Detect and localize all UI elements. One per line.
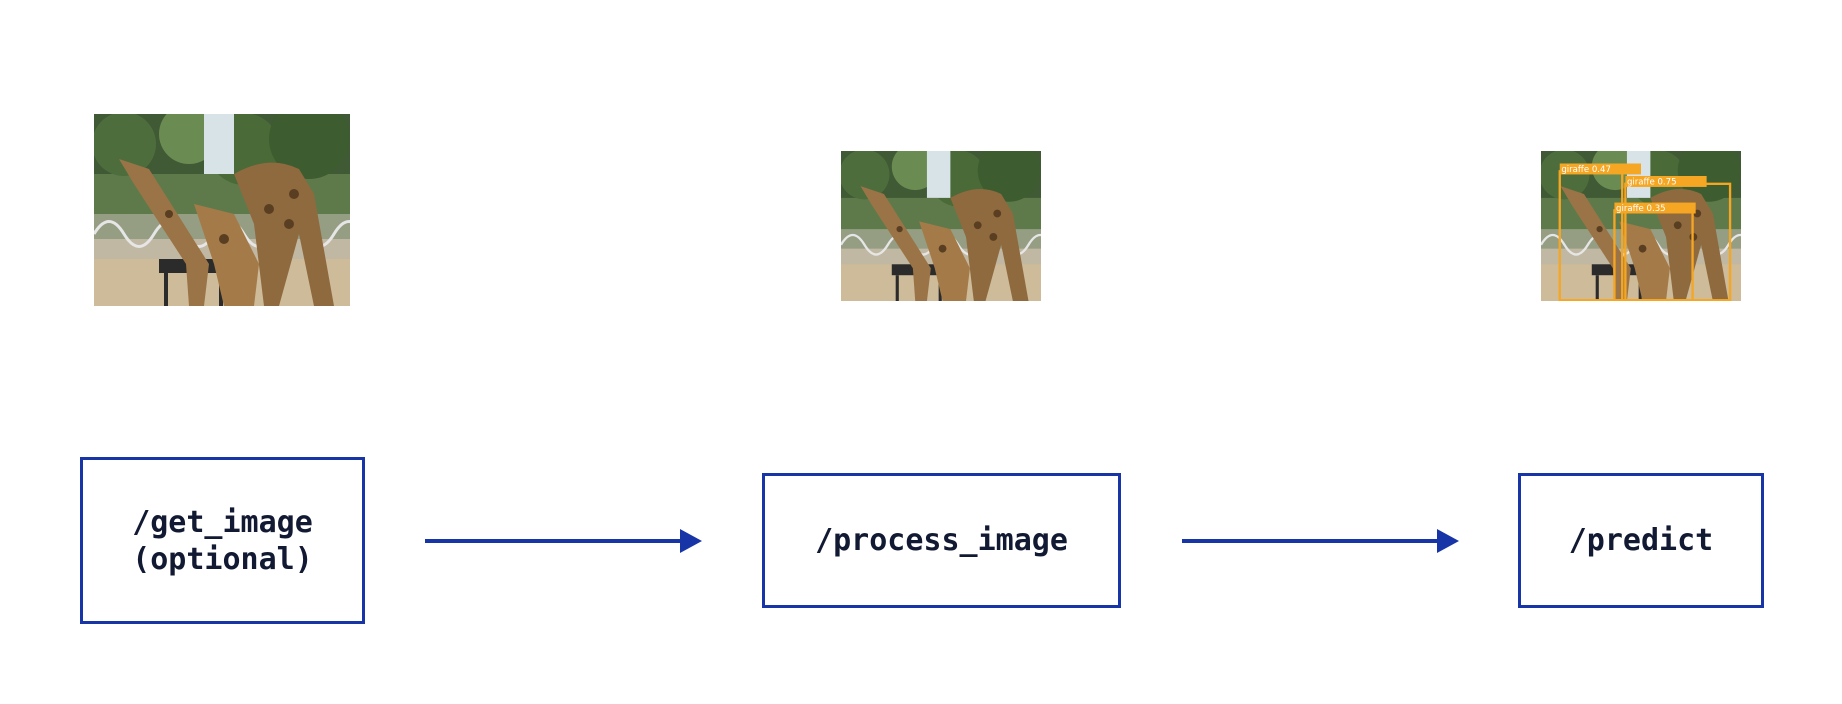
detection-box-3: giraffe 0.35: [1613, 202, 1696, 301]
endpoint-process-image-label: /process_image: [815, 523, 1068, 558]
flow-arrow-2: [1182, 529, 1459, 553]
endpoint-predict-box: /predict: [1518, 473, 1764, 608]
giraffe-photo-predicted: giraffe 0.47 giraffe 0.75 giraffe 0.35: [1541, 151, 1741, 301]
endpoint-predict-label: /predict: [1568, 523, 1714, 558]
arrow-shaft: [425, 539, 682, 543]
giraffe-photo-processed: [841, 151, 1041, 301]
detection-label-2: giraffe 0.75: [1627, 178, 1677, 188]
arrow-shaft: [1182, 539, 1439, 543]
flow-arrow-1: [425, 529, 702, 553]
endpoint-process-image-box: /process_image: [762, 473, 1121, 608]
endpoint-get-image-label: /get_image (optional): [132, 504, 313, 577]
arrow-head-icon: [1437, 529, 1459, 553]
detection-box-1: giraffe 0.47: [1558, 163, 1641, 301]
arrow-head-icon: [680, 529, 702, 553]
detection-label-3: giraffe 0.35: [1616, 204, 1666, 214]
giraffe-photo-original: [94, 114, 350, 306]
detection-label-1: giraffe 0.47: [1561, 165, 1611, 175]
endpoint-get-image-box: /get_image (optional): [80, 457, 365, 624]
